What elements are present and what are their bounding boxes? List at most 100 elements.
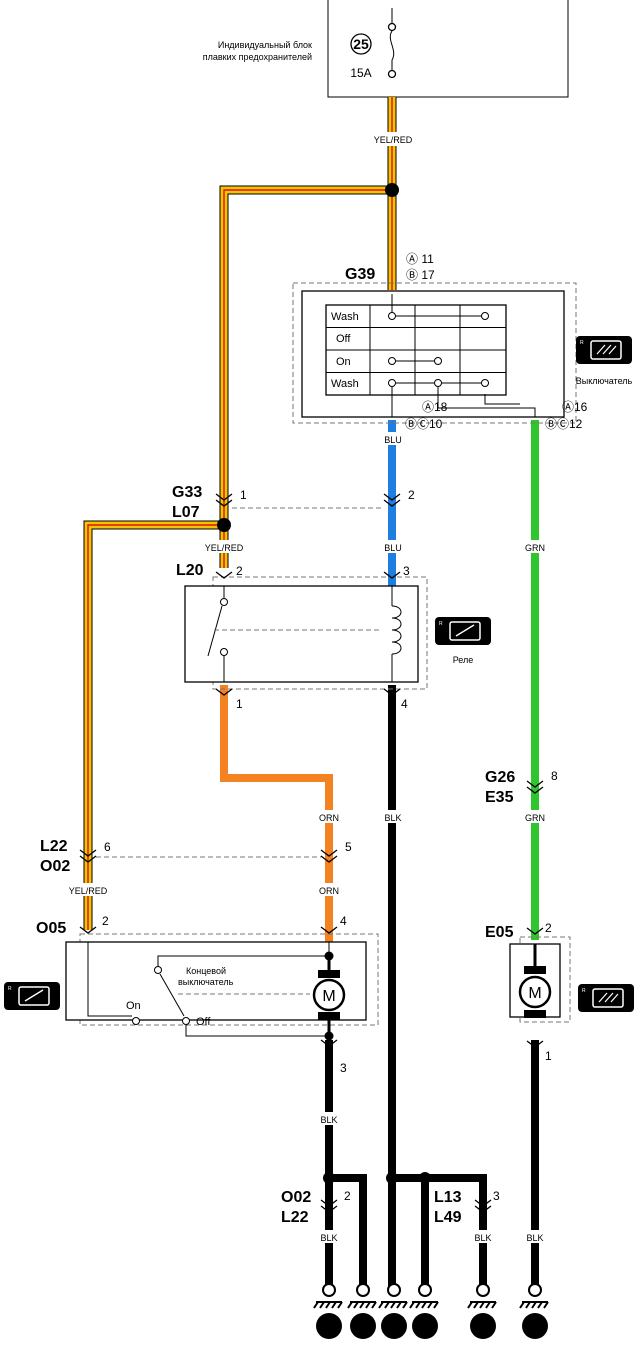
limit-switch-off: Off xyxy=(196,1016,211,1028)
fuse-label-line1: Индивидуальный блок xyxy=(218,40,312,50)
switch-row-wash-bottom: Wash xyxy=(331,378,359,390)
relay-icon-label: Реле xyxy=(453,655,474,665)
wiper-motor-o05 xyxy=(65,926,379,1047)
connector-o02-lower: O02 xyxy=(281,1189,311,1206)
connector-l07: L07 xyxy=(172,504,200,521)
connector-l22-pin-6: 6 xyxy=(104,840,111,854)
svg-text:R: R xyxy=(8,986,12,992)
switch-row-wash-top: Wash xyxy=(331,311,359,323)
fuse-symbol xyxy=(387,8,397,79)
ground-6: 6 xyxy=(519,1283,549,1339)
connector-l49: L49 xyxy=(434,1209,462,1226)
ground-15-label: 15 xyxy=(387,1319,401,1334)
wire-label-grn-lower: GRN xyxy=(525,813,545,823)
wire-label-yel-red-top: YEL/RED xyxy=(374,135,413,145)
wire-orn xyxy=(220,685,333,945)
switch-blue-pin-bc: ⒷⒸ10 xyxy=(405,417,443,431)
ground-15: 15 xyxy=(378,1283,408,1339)
connector-l13-pin-3: 3 xyxy=(493,1189,500,1203)
wire-label-orn-lower: ORN xyxy=(319,886,339,896)
ground-20-label: 20 xyxy=(476,1319,490,1334)
ground-21: 21 xyxy=(347,1283,377,1339)
relay-l20 xyxy=(184,571,428,696)
relay-pin-2: 2 xyxy=(236,564,243,578)
washer-motor-m: M xyxy=(528,985,541,1002)
connector-o02: O02 xyxy=(40,858,70,875)
wire-label-grn-upper: GRN xyxy=(525,543,545,553)
limit-switch-label-line1: Концевой xyxy=(186,966,226,976)
windshield-wiper-icon: R xyxy=(4,982,60,1010)
switch-icon-label: Выключатель xyxy=(576,376,633,386)
splice-top xyxy=(385,183,399,197)
limit-switch-on: On xyxy=(126,1000,141,1012)
wire-label-blu-lower: BLU xyxy=(384,543,402,553)
windshield-washer-icon: R xyxy=(578,984,634,1012)
splice-ground-right xyxy=(419,1172,431,1184)
ground-17: 17 xyxy=(409,1283,439,1339)
relay-connector-id: L20 xyxy=(176,562,204,579)
motor-o05-connector-id: O05 xyxy=(36,920,66,937)
ground-points: 18 21 15 17 20 xyxy=(313,1283,549,1339)
washer-motor-e05 xyxy=(509,927,571,1048)
svg-text:R: R xyxy=(439,621,443,627)
connector-o02-pin-2: 2 xyxy=(344,1189,351,1203)
connector-g33-pin-1: 1 xyxy=(240,488,247,502)
relay-pin-3: 3 xyxy=(403,564,410,578)
connector-g26-pin-8: 8 xyxy=(551,769,558,783)
connector-g33-l07 xyxy=(215,493,401,509)
wire-label-blk-left: BLK xyxy=(320,1233,337,1243)
switch-blue-pin-a: Ⓐ18 xyxy=(422,400,448,414)
connector-l22-lower: L22 xyxy=(281,1209,309,1226)
connector-l22-pin-5: 5 xyxy=(345,840,352,854)
wire-label-orn-upper: ORN xyxy=(319,813,339,823)
fuse-number: 25 xyxy=(353,36,369,52)
connector-l22: L22 xyxy=(40,838,68,855)
splice-ground-left xyxy=(323,1172,335,1184)
motor-e05-connector-id: E05 xyxy=(485,924,514,941)
ground-20: 20 xyxy=(467,1283,497,1339)
switch-row-off: Off xyxy=(336,333,351,345)
svg-text:R: R xyxy=(582,988,586,994)
splice-ground-center xyxy=(386,1172,398,1184)
wiper-motor-m: M xyxy=(322,988,335,1005)
fuse-label-line2: плавких предохранителей xyxy=(203,52,312,62)
motor-o05-pin-3: 3 xyxy=(340,1061,347,1075)
limit-switch-label-line2: выключатель xyxy=(178,977,234,987)
ground-18-label: 18 xyxy=(322,1319,336,1334)
connector-g26: G26 xyxy=(485,769,515,786)
switch-g39: Wash Off On Wash xyxy=(292,282,577,424)
windshield-washer-icon: R xyxy=(576,336,632,364)
connector-l22-o02 xyxy=(79,849,338,863)
connector-g33: G33 xyxy=(172,484,202,501)
ground-6-label: 6 xyxy=(531,1319,538,1334)
windshield-wiper-icon: R xyxy=(435,617,491,645)
motor-o05-pin-4: 4 xyxy=(340,914,347,928)
wire-yel-red xyxy=(83,97,397,930)
connector-g33-pin-2: 2 xyxy=(408,488,415,502)
motor-e05-pin-1: 1 xyxy=(545,1049,552,1063)
switch-green-pin-a: Ⓐ16 xyxy=(562,400,588,414)
switch-pin-a: Ⓐ 11 xyxy=(406,252,434,266)
wire-label-yel-red-mid: YEL/RED xyxy=(205,543,244,553)
wire-label-blk-motor: BLK xyxy=(320,1115,337,1125)
wiper-motor-symbol xyxy=(312,978,346,1012)
switch-pin-b: Ⓑ 17 xyxy=(406,268,435,282)
wire-label-blk-right: BLK xyxy=(474,1233,491,1243)
ground-17-label: 17 xyxy=(418,1319,432,1334)
svg-text:R: R xyxy=(580,340,584,346)
switch-green-pin-bc: ⒷⒸ12 xyxy=(545,417,583,431)
wire-label-blu-upper: BLU xyxy=(384,435,402,445)
connector-g26-e35 xyxy=(526,780,544,794)
relay-pin-4: 4 xyxy=(401,697,408,711)
relay-pin-1: 1 xyxy=(236,697,243,711)
ground-18: 18 xyxy=(313,1283,343,1339)
wire-label-yel-red-lower: YEL/RED xyxy=(69,886,108,896)
motor-o05-pin-2: 2 xyxy=(102,914,109,928)
switch-connector-id: G39 xyxy=(345,266,375,283)
fuse-number-badge xyxy=(350,33,372,55)
splice-mid xyxy=(217,518,231,532)
wire-label-blk-mid: BLK xyxy=(384,813,401,823)
fuse-rating: 15A xyxy=(350,66,371,80)
switch-row-on: On xyxy=(336,356,351,368)
